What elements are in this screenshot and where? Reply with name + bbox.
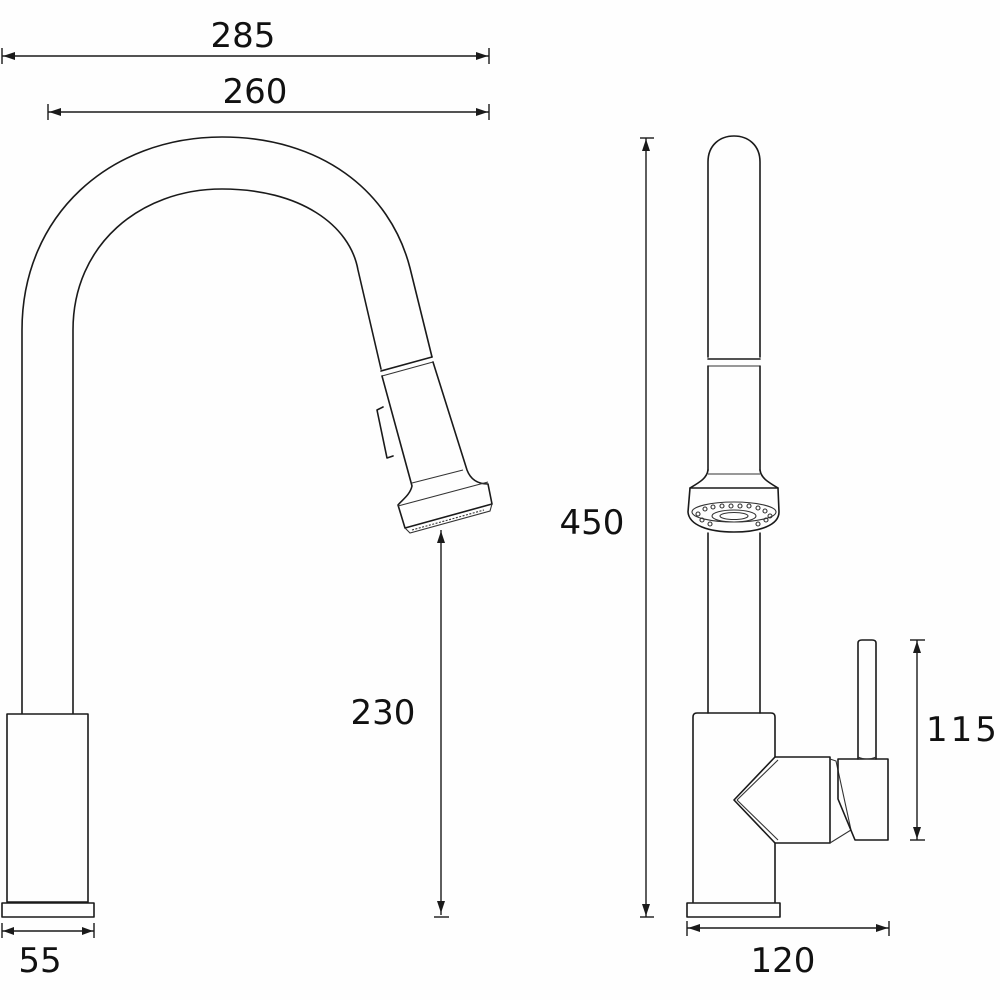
dimension-label-55: 55 (18, 941, 61, 981)
side-base-plate (686, 902, 781, 918)
spout-inner-edge (72, 188, 382, 714)
side-spray-head (687, 487, 780, 533)
dimension-label-450: 450 (560, 503, 625, 543)
spray-toggle-button (376, 406, 394, 459)
spray-nozzles (695, 503, 773, 527)
spray-head-body (381, 361, 493, 529)
cartridge-housing (733, 756, 831, 844)
dimension-450: 450 (560, 137, 654, 918)
dimension-label-230: 230 (351, 693, 416, 733)
dimension-label-285: 285 (211, 16, 276, 56)
lever-handle (857, 639, 877, 760)
dimension-55: 55 (1, 923, 95, 981)
dimension-260: 260 (47, 72, 490, 120)
dimension-label-115: 115 (926, 710, 1000, 750)
dimension-285: 285 (1, 16, 490, 64)
side-base-body (692, 712, 776, 903)
dimension-label-260: 260 (223, 72, 288, 112)
dimension-115: 115 (910, 639, 1000, 841)
lever-block (837, 758, 889, 841)
front-base-plate (1, 902, 95, 918)
front-view (1, 136, 493, 918)
spray-face (404, 503, 493, 534)
spout-outer-edge (21, 136, 433, 714)
front-base-body (6, 713, 89, 903)
side-view (686, 135, 889, 918)
dimension-label-120: 120 (751, 941, 816, 981)
dimension-230: 230 (351, 530, 449, 918)
dimension-120: 120 (686, 921, 890, 981)
side-spout-upper (707, 135, 761, 358)
